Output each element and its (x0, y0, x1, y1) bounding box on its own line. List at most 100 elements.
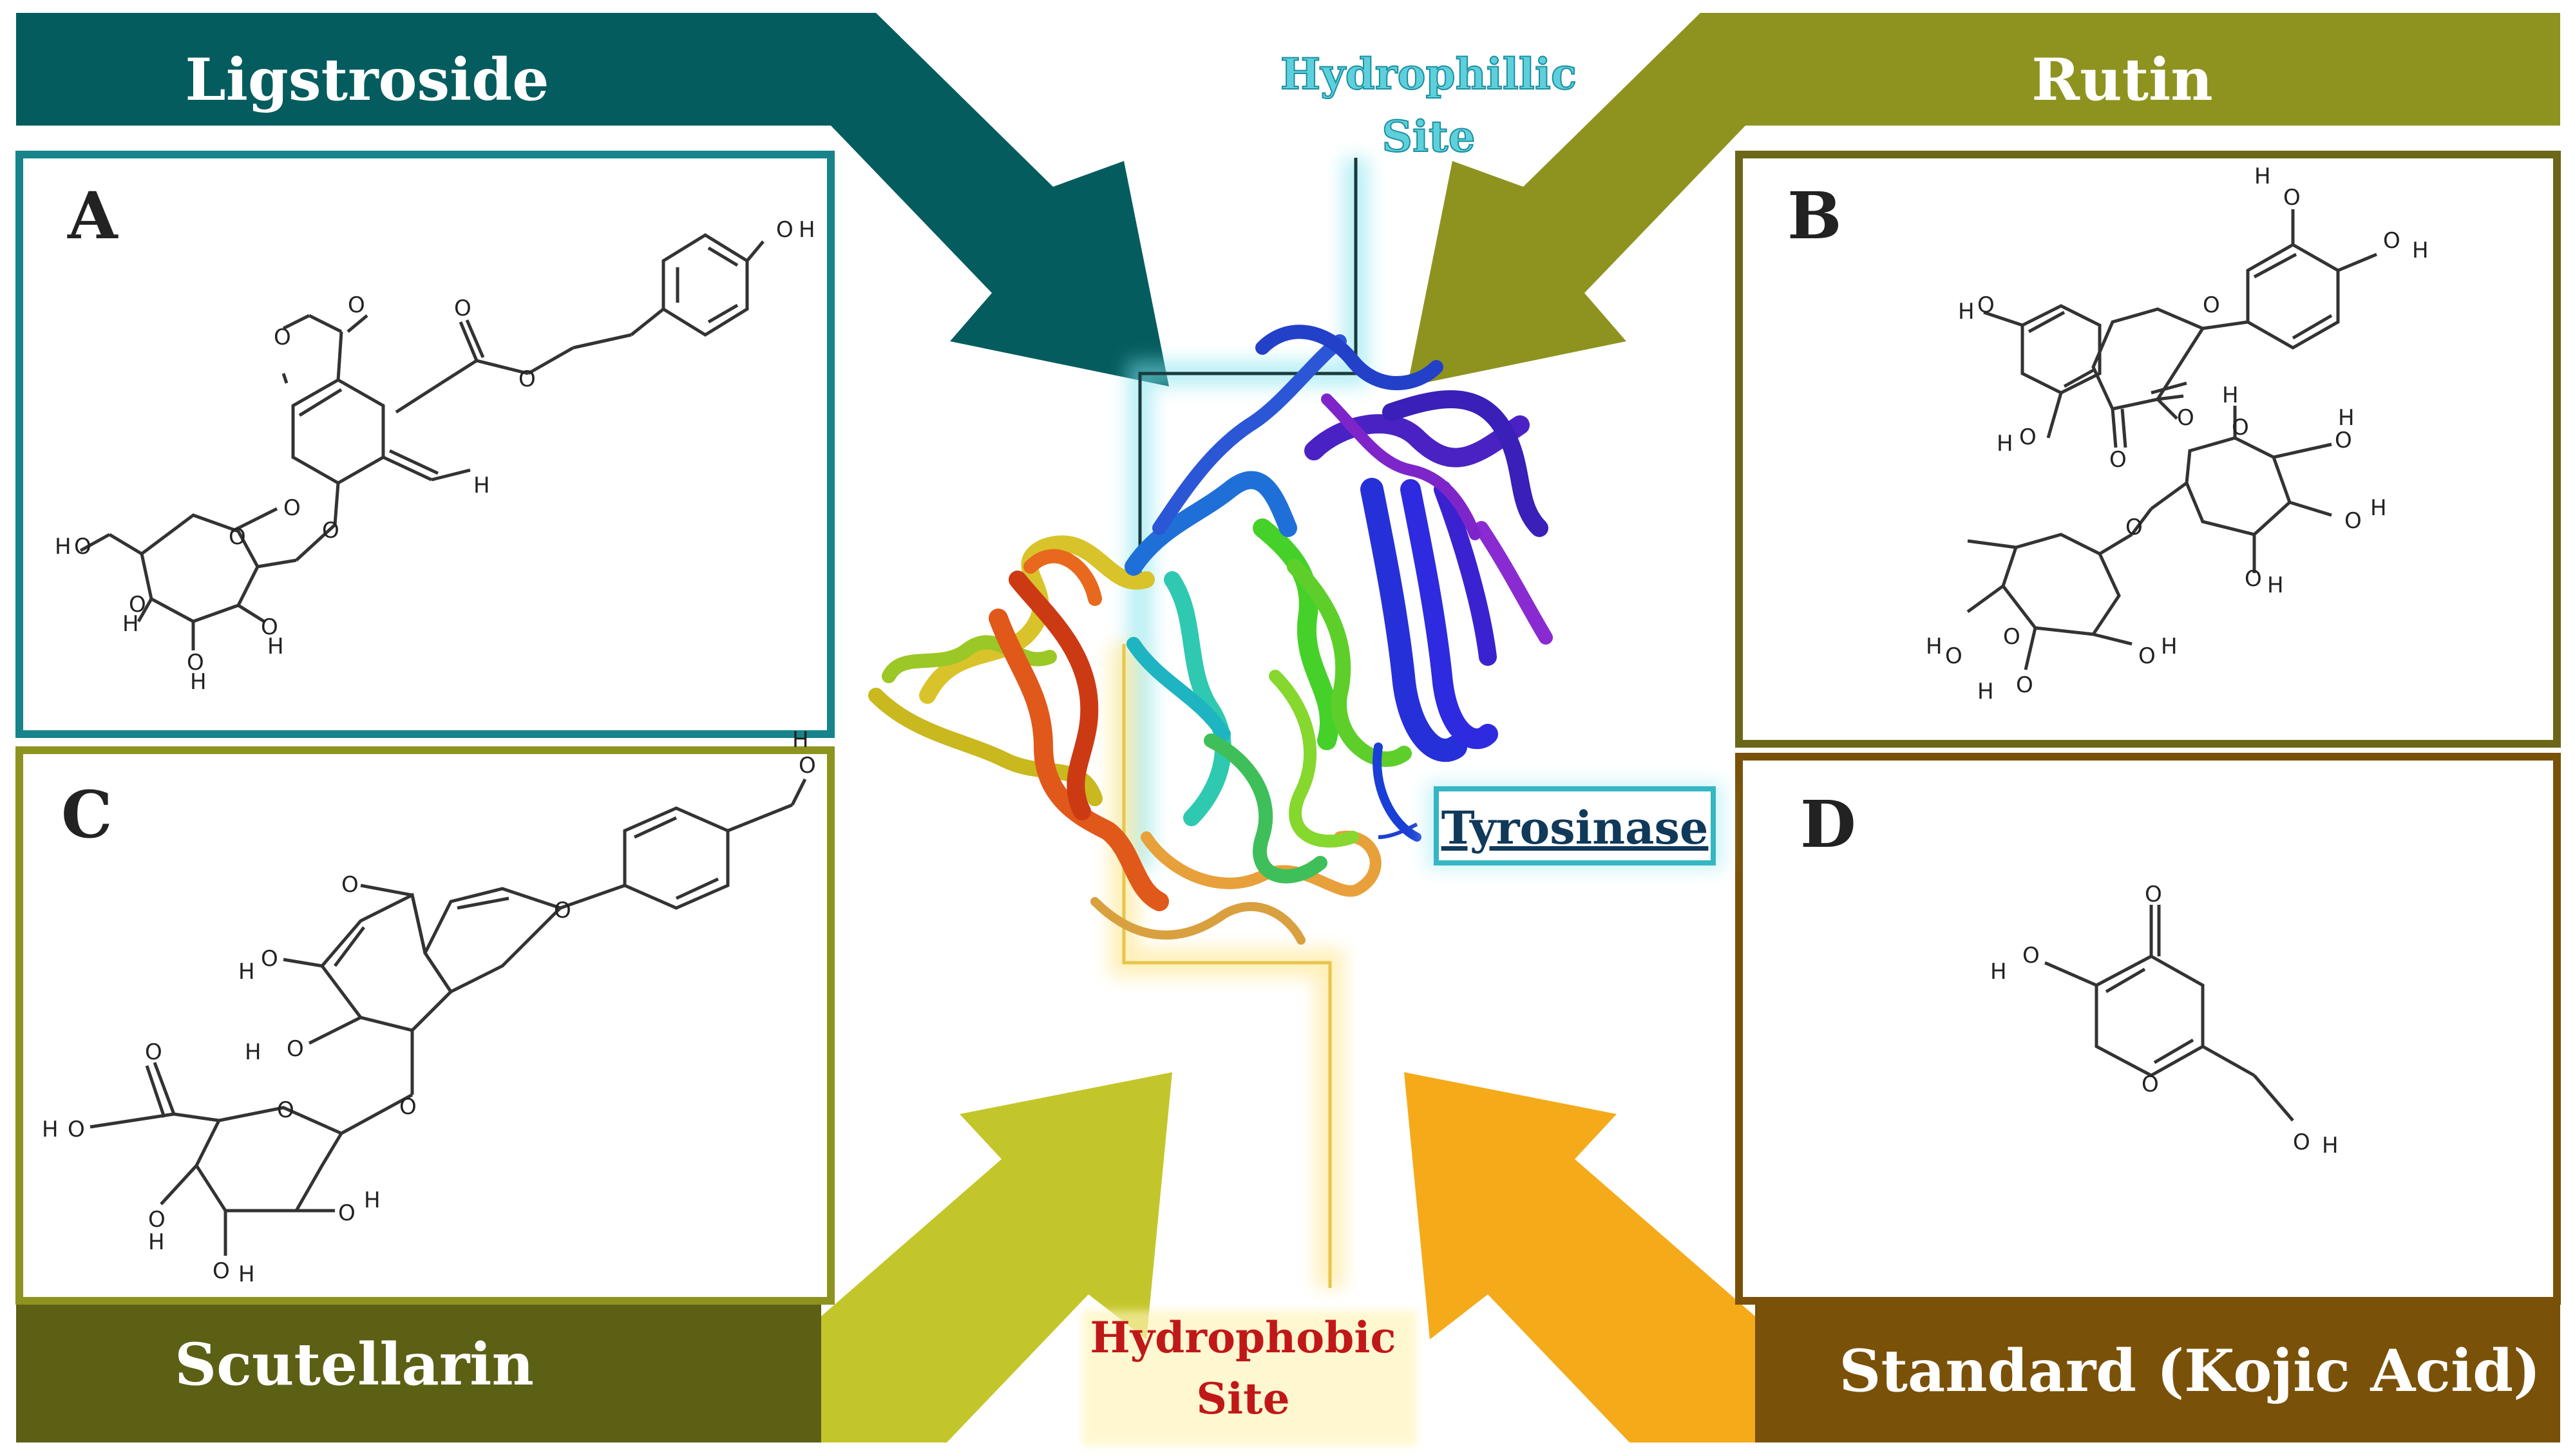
panel-letter-a: A (67, 178, 119, 254)
svg-text:O: O (187, 650, 204, 676)
svg-text:O: O (2344, 508, 2362, 534)
svg-text:H: H (2222, 383, 2239, 408)
svg-text:O: O (2022, 943, 2040, 969)
svg-text:H: H (267, 634, 284, 659)
svg-text:O: O (2245, 566, 2262, 592)
svg-text:O: O (776, 217, 793, 243)
svg-text:O: O (145, 1039, 162, 1065)
hydrophilic-site-marker (1127, 158, 1369, 869)
svg-text:O: O (2142, 1072, 2159, 1097)
svg-text:H: H (2254, 164, 2271, 189)
svg-text:H: H (1958, 299, 1975, 325)
svg-text:H: H (148, 1229, 165, 1255)
svg-text:O: O (1945, 643, 1962, 669)
svg-text:O: O (274, 325, 291, 350)
svg-text:O: O (2203, 292, 2220, 318)
panel-letter-d: D (1800, 786, 1856, 862)
svg-text:O: O (518, 366, 536, 392)
svg-text:O: O (338, 1200, 356, 1226)
svg-text:H: H (364, 1187, 381, 1213)
svg-text:H: H (2322, 1133, 2339, 1158)
svg-text:O: O (2383, 228, 2400, 254)
hydrophilic-label-line2: Site (1382, 111, 1475, 162)
svg-text:O: O (148, 1207, 166, 1233)
svg-text:H: H (42, 1117, 59, 1142)
svg-text:H: H (245, 1039, 261, 1065)
svg-text:O: O (322, 518, 339, 544)
svg-text:O: O (129, 592, 146, 618)
arrow-ligstroside (16, 13, 1169, 386)
kojic-banner (1755, 1304, 2560, 1442)
svg-text:O: O (2016, 672, 2033, 698)
svg-text:H: H (122, 611, 139, 637)
compound-title-kojic: Standard (Kojic Acid) (1839, 1337, 2540, 1405)
svg-text:H: H (1926, 634, 1943, 659)
svg-text:H: H (792, 727, 809, 753)
hydrophobic-site-label: Hydrophobic Site (1082, 1310, 1417, 1446)
scutellarin-banner (16, 1304, 821, 1442)
hydrophobic-site-marker (1110, 644, 1344, 1288)
svg-text:O: O (399, 1094, 417, 1120)
panel-d (1735, 753, 2561, 1305)
svg-text:H: H (238, 1262, 255, 1287)
svg-text:O: O (348, 292, 365, 318)
tyrosinase-protein-structure (868, 325, 1553, 945)
svg-text:O: O (2125, 515, 2143, 540)
svg-text:H: H (799, 217, 815, 243)
panel-c (15, 746, 835, 1305)
panel-letter-c: C (61, 777, 113, 853)
compound-title-scutellarin: Scutellarin (175, 1330, 534, 1399)
svg-text:O: O (1977, 292, 1995, 318)
svg-text:H: H (1990, 959, 2007, 985)
svg-text:H: H (55, 534, 71, 560)
svg-text:O: O (454, 296, 471, 321)
svg-text:O: O (2019, 424, 2037, 450)
svg-text:O: O (68, 1117, 85, 1142)
svg-text:O: O (2293, 1130, 2310, 1155)
svg-text:O: O (261, 946, 278, 972)
svg-text:H: H (2338, 405, 2355, 431)
svg-text:O: O (277, 1097, 294, 1123)
svg-text:O: O (341, 872, 359, 898)
panel-b (1735, 151, 2561, 748)
svg-text:O: O (554, 898, 571, 923)
svg-text:O: O (213, 1258, 230, 1284)
svg-text:O: O (2138, 643, 2156, 669)
compound-title-rutin: Rutin (2031, 46, 2212, 114)
svg-text:O: O (261, 614, 278, 640)
hydrophilic-label-line1: Hydrophillic (1280, 49, 1577, 99)
svg-text:H: H (473, 473, 490, 498)
svg-text:H: H (2267, 572, 2284, 598)
svg-text:O: O (799, 753, 816, 779)
arrow-rutin (1407, 13, 2560, 386)
svg-text:O: O (283, 495, 301, 521)
svg-text:H: H (2370, 495, 2387, 521)
hydrophobic-label-line1: Hydrophobic (1090, 1312, 1396, 1363)
tyrosinase-label: Tyrosinase (1441, 801, 1709, 855)
svg-text:H: H (2161, 634, 2178, 659)
hydrophilic-site-label: Hydrophillic Site (1280, 48, 1577, 162)
svg-text:O: O (74, 534, 91, 560)
panel-letter-b: B (1787, 178, 1842, 254)
svg-text:H: H (1977, 679, 1994, 704)
svg-text:O: O (2003, 624, 2020, 650)
tyrosinase-label-box: Tyrosinase (1378, 782, 1723, 869)
panel-a (15, 151, 835, 738)
compound-title-ligstroside: Ligstroside (185, 46, 549, 114)
svg-text:O: O (2145, 882, 2162, 907)
svg-text:O: O (2335, 428, 2352, 453)
svg-text:O: O (2109, 447, 2127, 473)
svg-text:O: O (2232, 415, 2249, 440)
svg-text:O: O (2283, 185, 2301, 211)
svg-text:H: H (1997, 431, 2013, 457)
svg-text:H: H (2412, 238, 2429, 263)
hydrophobic-label-line2: Site (1196, 1374, 1289, 1424)
svg-text:H: H (238, 959, 255, 985)
svg-text:O: O (287, 1036, 304, 1062)
svg-text:O: O (229, 524, 246, 550)
